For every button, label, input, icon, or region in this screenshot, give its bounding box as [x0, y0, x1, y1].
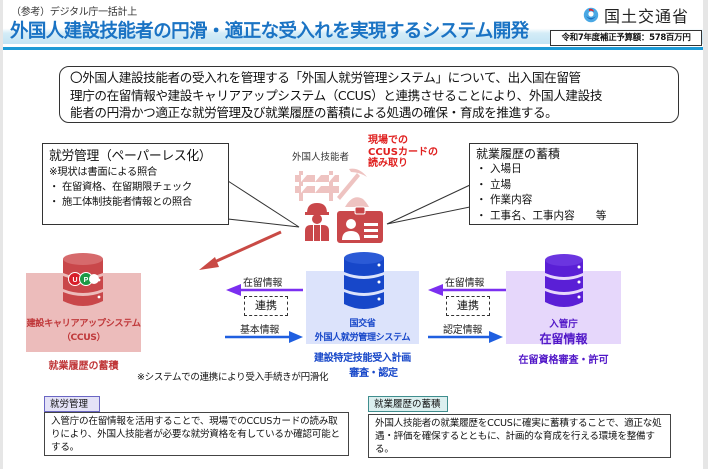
panel-left-tag: 就労管理	[44, 396, 100, 412]
ccus-abbr: （CCUS）	[61, 332, 106, 343]
callout-item: ・ 作業内容	[476, 194, 533, 206]
flow-right-top-label: 在留情報	[445, 278, 485, 289]
summary-line: 理庁の在留情報や建設キャリアアップシステム（CCUS）と連携させることにより、外…	[70, 87, 603, 103]
panel-right-tag: 就業履歴の蓄積	[368, 396, 448, 412]
callout-item: ・ 施工体制技能者情報との照合	[49, 196, 192, 208]
callout-item: ・ 入場日	[476, 163, 522, 175]
construction-worker-icon	[305, 203, 329, 241]
page: （参考）デジタル庁一括計上 外国人建設技能者の円滑・適正な受入れを実現するシステ…	[3, 0, 703, 469]
worker-illustration	[295, 168, 383, 243]
mlit-logo-icon	[583, 7, 599, 23]
summary-box: 〇外国人建設技能者の受入れを管理する「外国人就労管理システム」について、出入国在…	[59, 66, 679, 123]
arrow-to-ccus	[209, 230, 282, 266]
callout-item: ・ 立場	[476, 178, 512, 191]
isa-name: 在留情報	[539, 332, 588, 346]
mlit-caption-line: 建設特定技能受入計画	[314, 353, 411, 364]
panel-right-body: 外国人技能者の就業履歴をCCUSに確実に蓄積することで、適正な処遇・評価を確保す…	[368, 414, 671, 458]
id-card-icon	[337, 206, 383, 243]
worker-label: 外国人技能者	[292, 152, 350, 163]
svg-text:P: P	[84, 277, 89, 284]
callout-work-history: 就業履歴の蓄積 ・ 入場日 ・ 立場 ・ 作業内容 ・ 工事名、工事内容 等	[469, 143, 638, 225]
panel-left-body: 入管庁の在留情報を活用することで、現場でのCCUSカードの読み取りにより、外国人…	[44, 412, 349, 456]
ministry-logo: 国土交通省	[583, 3, 689, 27]
flow-right-bottom-label: 認定情報	[443, 325, 483, 336]
mlit-name: 外国人就労管理システム	[314, 333, 411, 343]
flow-left-link: 連携	[244, 296, 288, 316]
callout-left-tail	[227, 180, 300, 228]
svg-text:U: U	[72, 277, 77, 284]
ccus-caption: 就業履歴の蓄積	[48, 361, 119, 372]
mlit-caption: 建設特定技能受入計画 審査・認定	[306, 351, 419, 381]
flow-right-link: 連携	[446, 296, 490, 316]
callout-title: 就労管理（ペーパーレス化）	[49, 149, 212, 164]
isa-system-name: 入管庁 在留情報	[506, 318, 621, 348]
summary-line: 〇外国人建設技能者の受入れを管理する「外国人就労管理システム」について、出入国在…	[70, 70, 581, 85]
title-underline	[3, 47, 703, 50]
ministry-name: 国土交通省	[604, 7, 690, 26]
pickaxe-icon	[337, 168, 369, 207]
callout-item: ・ 在留資格、在留期限チェック	[49, 181, 192, 193]
callout-item: ・ 工事名、工事内容 等	[476, 209, 607, 222]
callout-title: 就業履歴の蓄積	[476, 147, 561, 161]
ccus-name: 建設キャリアアップシステム	[26, 318, 141, 329]
database-icon: U P	[63, 253, 103, 306]
pre-title: （参考）デジタル庁一括計上	[11, 7, 137, 18]
ccus-read-line: 読み取り	[368, 158, 408, 169]
budget-label: 令和7年度補正予算額：578百万円	[550, 30, 702, 46]
summary-line: 能者の円滑かつ適正な就労管理及び就業履歴の蓄積による処遇の確保・育成を推進する。	[70, 105, 558, 120]
mlit-system-name: 国交省 外国人就労管理システム	[306, 317, 419, 345]
page-title: 外国人建設技能者の円滑・適正な受入れを実現するシステム開発	[10, 21, 529, 42]
callout-right-tail	[386, 184, 471, 225]
ccus-read-label: 現場での CCUSカードの 読み取り	[368, 135, 438, 170]
mlit-org: 国交省	[349, 319, 376, 329]
flow-left-top-label: 在留情報	[243, 278, 283, 289]
callout-item: ※現状は書面による照合	[49, 166, 157, 178]
road-barrier-icon	[295, 171, 339, 201]
mlit-caption-line: 審査・認定	[349, 368, 398, 379]
flow-left-bottom-label: 基本情報	[240, 325, 280, 336]
callout-employment-management: 就労管理（ペーパーレス化） ※現状は書面による照合 ・ 在留資格、在留期限チェッ…	[42, 143, 229, 225]
isa-org: 入管庁	[549, 319, 578, 330]
ccus-system-name: 建設キャリアアップシステム （CCUS）	[26, 317, 141, 345]
integration-note: ※システムでの連携により受入手続きが円滑化	[137, 372, 329, 383]
ccus-read-line: 現場での	[368, 135, 408, 146]
ccus-up-logo-icon: U P	[68, 272, 99, 286]
database-icon	[344, 252, 384, 309]
ccus-read-line: CCUSカードの	[368, 146, 438, 158]
database-icon	[545, 254, 583, 307]
isa-caption: 在留資格審査・許可	[518, 355, 609, 366]
